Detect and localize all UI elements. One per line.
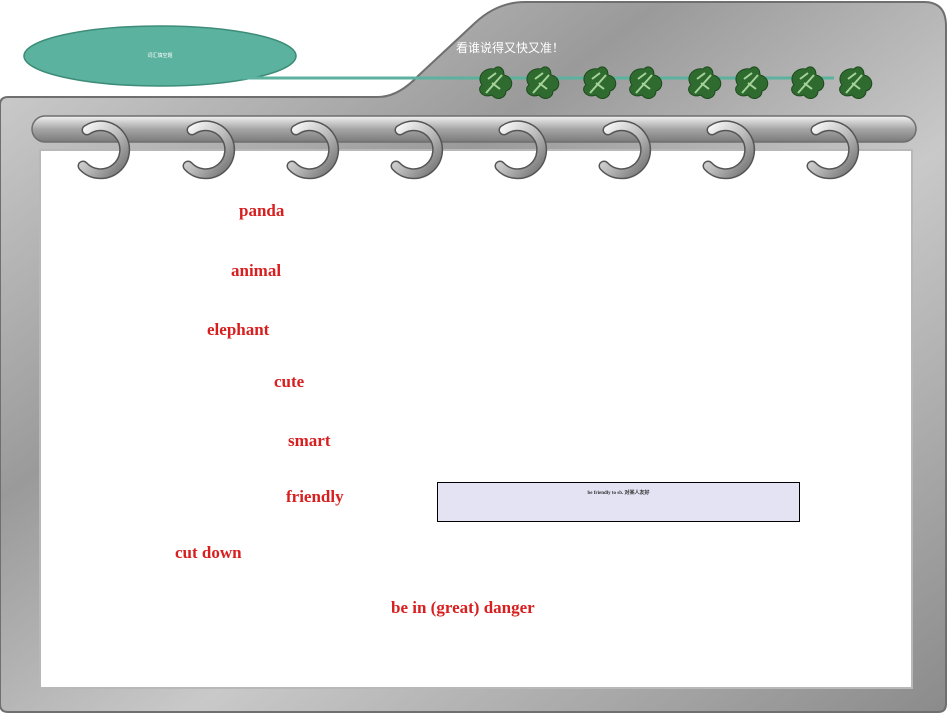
ring-6 bbox=[598, 120, 652, 180]
word-smart: smart bbox=[288, 431, 331, 450]
title-oval bbox=[23, 25, 297, 87]
word-friendly: friendly bbox=[286, 487, 344, 506]
word-be-in-danger: be in (great) danger bbox=[391, 598, 535, 617]
leaf-icon bbox=[839, 66, 873, 99]
word-elephant: elephant bbox=[207, 320, 270, 339]
ring-7 bbox=[702, 120, 756, 180]
leaf-icon bbox=[583, 66, 617, 99]
instruction-note: 看谁说得又快又准！ bbox=[456, 41, 565, 55]
leaf-decoration bbox=[479, 66, 873, 99]
binder-rings bbox=[77, 120, 860, 180]
word-cut-down: cut down bbox=[175, 543, 242, 562]
leaf-icon bbox=[688, 66, 722, 99]
ring-2 bbox=[182, 120, 236, 180]
usage-note-box: be friendly to sb. 对某人友好 bbox=[437, 482, 800, 522]
ring-4 bbox=[390, 120, 444, 180]
leaf-icon bbox=[629, 66, 663, 99]
ring-5 bbox=[494, 120, 548, 180]
ring-1 bbox=[77, 120, 131, 180]
word-cute: cute bbox=[274, 372, 305, 391]
ring-3 bbox=[286, 120, 340, 180]
leaf-icon bbox=[735, 66, 769, 99]
binder-bar bbox=[31, 115, 917, 143]
oval-title-label: 词汇填空题 bbox=[147, 52, 173, 59]
leaf-icon bbox=[479, 66, 513, 99]
word-animal: animal bbox=[231, 261, 282, 280]
leaf-icon bbox=[526, 66, 560, 99]
word-panda: panda bbox=[239, 201, 285, 220]
usage-note-text: be friendly to sb. 对某人友好 bbox=[587, 491, 650, 496]
leaf-icon bbox=[791, 66, 825, 99]
paper-page bbox=[39, 149, 913, 689]
ring-8 bbox=[806, 120, 860, 180]
